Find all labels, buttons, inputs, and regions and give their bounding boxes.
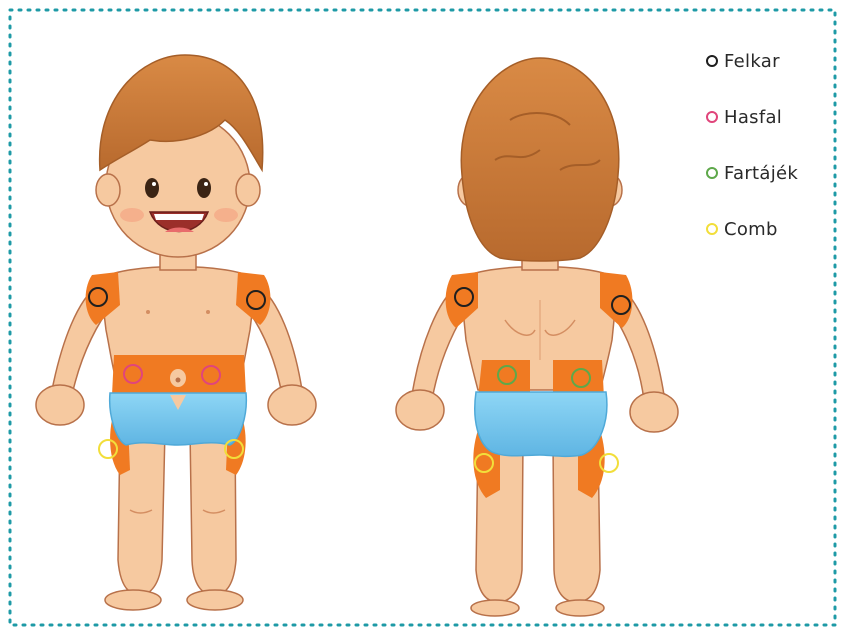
legend-item-comb: Comb: [706, 218, 798, 240]
legend-label: Hasfal: [724, 107, 782, 128]
front-right-hand: [268, 385, 316, 425]
front-left-foot: [105, 590, 161, 610]
legend-item-felkar: Felkar: [706, 50, 798, 72]
legend: Felkar Hasfal Fartájék Comb: [706, 50, 798, 274]
legend-item-fartajek: Fartájék: [706, 162, 798, 184]
legend-ring-icon: [706, 55, 718, 67]
legend-item-hasfal: Hasfal: [706, 106, 798, 128]
legend-label: Felkar: [724, 51, 780, 72]
legend-ring-icon: [706, 167, 718, 179]
front-left-hand: [36, 385, 84, 425]
legend-label: Comb: [724, 219, 778, 240]
back-diaper: [475, 392, 607, 456]
front-left-eye: [145, 178, 159, 198]
back-figure: [396, 58, 678, 616]
front-right-foot: [187, 590, 243, 610]
legend-label: Fartájék: [724, 163, 798, 184]
front-right-eye: [197, 178, 211, 198]
back-hair: [461, 58, 619, 261]
front-figure: [36, 55, 316, 610]
legend-ring-icon: [706, 111, 718, 123]
legend-ring-icon: [706, 223, 718, 235]
